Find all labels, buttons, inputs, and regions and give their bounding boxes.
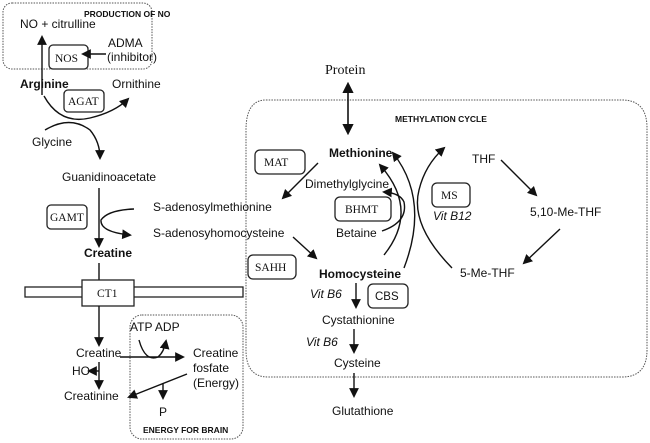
ct1-transporter-box	[81, 279, 135, 307]
thf-label: THF	[472, 152, 495, 166]
no-citrulline-label: NO + citrulline	[20, 17, 96, 31]
arginine-label: Arginine	[20, 77, 69, 91]
vit-b6-label-2: Vit B6	[306, 335, 338, 349]
mat-enzyme-box	[254, 149, 306, 175]
adma-label: ADMA	[108, 36, 143, 50]
sam-to-sah-arrow	[100, 208, 135, 240]
vit-b6-label-1: Vit B6	[310, 287, 342, 301]
glutathione-label: Glutathione	[332, 404, 394, 418]
creatine-fosfate-label-3: (Energy)	[193, 376, 239, 390]
creatine-label: Creatine	[84, 246, 132, 260]
methionine-label: Methionine	[329, 146, 393, 160]
cbs-enzyme-label: CBS	[375, 291, 399, 303]
methylene-thf-to-methyl-thf-arrow	[522, 228, 561, 265]
cystathionine-label: Cystathionine	[322, 313, 395, 327]
ms-enzyme-box	[431, 182, 471, 208]
ms-remethylation-arc	[391, 151, 416, 269]
gamt-enzyme-label: GAMT	[50, 212, 84, 224]
methylation-cycle-region	[245, 99, 648, 378]
ornithine-label: Ornithine	[112, 77, 161, 91]
creatine-fosfate-label-2: fosfate	[193, 361, 229, 375]
ct1-transporter-label: CT1	[97, 288, 118, 300]
bhmt-enzyme-box	[334, 196, 392, 222]
sahh-enzyme-box	[247, 254, 297, 280]
cbs-enzyme-box	[367, 283, 409, 309]
dimethylglycine-label: Dimethylglycine	[305, 177, 389, 191]
production-of-no-label: PRODUCTION OF NO	[84, 9, 171, 19]
betaine-label: Betaine	[336, 226, 377, 240]
creatine-intracellular-label: Creatine	[76, 346, 122, 360]
glycine-to-guanidinoacetate-arrow	[44, 121, 105, 160]
production-of-no-region	[2, 2, 153, 70]
phosphate-label: P	[159, 405, 167, 419]
methylene-thf-label: 5,10-Me-THF	[530, 205, 601, 219]
betaine-to-dimethylglycine-arrow	[381, 187, 406, 232]
agat-enzyme-box	[63, 89, 105, 113]
methylation-cycle-label: METHYLATION CYCLE	[395, 114, 487, 124]
methionine-to-sam-arrow	[281, 162, 319, 200]
sam-label: S-adenosylmethionine	[153, 200, 272, 214]
arginine-to-ornithine-arrow	[43, 95, 130, 120]
sahh-enzyme-label: SAHH	[255, 262, 286, 274]
creatine-fosfate-label-1: Creatine	[193, 346, 239, 360]
ms-enzyme-label: MS	[441, 190, 458, 202]
adma-note-label: (inhibitor)	[107, 50, 157, 64]
energy-for-brain-label: ENERGY FOR BRAIN	[143, 425, 228, 435]
protein-label: Protein	[325, 63, 365, 78]
mat-enzyme-label: MAT	[264, 157, 288, 169]
gamt-enzyme-box	[46, 204, 88, 230]
creatinine-label: Creatinine	[64, 389, 119, 403]
agat-enzyme-label: AGAT	[68, 96, 99, 108]
thf-to-methylene-thf-arrow	[500, 159, 538, 197]
cysteine-label: Cysteine	[334, 356, 381, 370]
methyl-thf-label: 5-Me-THF	[460, 266, 515, 280]
atp-to-adp-arrow	[138, 339, 170, 359]
nos-enzyme-label: NOS	[55, 53, 78, 65]
energy-for-brain-region	[129, 314, 244, 440]
bhmt-remethylation-arc	[378, 163, 402, 256]
vit-b12-label: Vit B12	[433, 209, 472, 223]
sah-label: S-adenosyhomocysteine	[153, 226, 285, 240]
phosphocreatine-to-creatinine-arrow	[127, 373, 188, 399]
homocysteine-label: Homocysteine	[319, 267, 401, 281]
glycine-label: Glycine	[32, 135, 72, 149]
sah-to-homocysteine-arrow	[292, 236, 318, 260]
atp-adp-label: ATP ADP	[130, 320, 180, 334]
bhmt-enzyme-label: BHMT	[345, 204, 378, 216]
methyl-thf-to-thf-arc	[416, 146, 453, 269]
guanidinoacetate-label: Guanidinoacetate	[62, 170, 156, 184]
water-label: HO	[72, 364, 90, 378]
